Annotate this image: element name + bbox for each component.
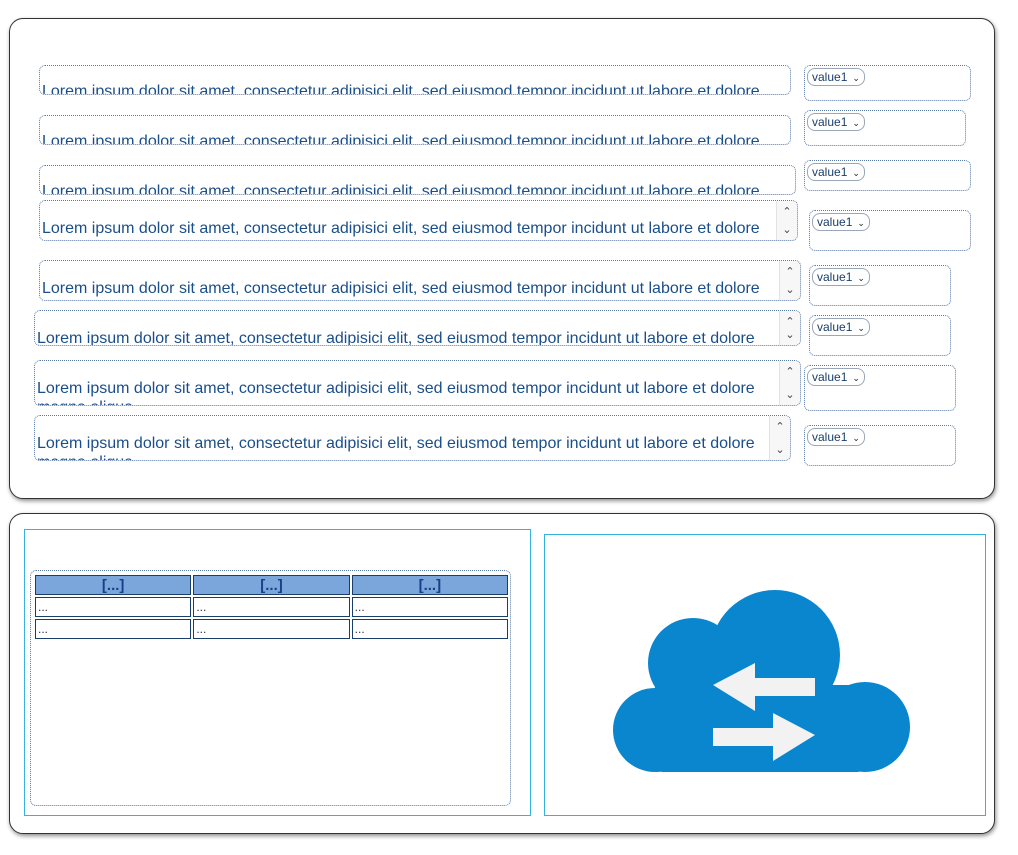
chevron-down-icon: ⌄: [857, 274, 865, 284]
sync-arrows-icon: [713, 663, 815, 761]
table-cell[interactable]: ...: [193, 597, 350, 617]
text-area-content: Lorem ipsum dolor sit amet, consectetur …: [42, 183, 760, 195]
select-value: value1: [812, 370, 848, 384]
chevron-down-icon: ⌄: [852, 434, 860, 444]
chevron-down-icon: ⌄: [852, 169, 860, 179]
value-select[interactable]: value1 ⌄: [807, 163, 865, 181]
scroll-up-icon[interactable]: ⌃: [775, 420, 785, 433]
select-container: value1 ⌄: [804, 110, 966, 146]
value-select[interactable]: value1 ⌄: [807, 368, 865, 386]
text-area[interactable]: Lorem ipsum dolor sit amet, consectetur …: [39, 65, 791, 95]
chevron-down-icon: ⌄: [857, 219, 865, 229]
select-container: value1 ⌄: [804, 425, 956, 466]
select-value: value1: [817, 320, 853, 334]
table-container: [...] [...] [...] ... ... ... ... ... ..…: [30, 570, 511, 806]
table-frame: [24, 529, 531, 816]
scroll-up-icon[interactable]: ⌃: [785, 265, 795, 278]
value-select[interactable]: value1 ⌄: [807, 68, 865, 86]
text-area[interactable]: Lorem ipsum dolor sit amet, consectetur …: [34, 310, 801, 346]
table-row[interactable]: ... ... ...: [35, 619, 508, 639]
scroll-down-icon[interactable]: ⌄: [785, 388, 795, 401]
select-container: value1 ⌄: [809, 265, 951, 306]
select-container: value1 ⌄: [804, 65, 971, 101]
select-value: value1: [812, 115, 848, 129]
chevron-down-icon: ⌄: [852, 374, 860, 384]
chevron-down-icon: ⌄: [857, 324, 865, 334]
column-header[interactable]: [...]: [351, 575, 508, 595]
value-select[interactable]: value1 ⌄: [812, 268, 870, 286]
select-container: value1 ⌄: [809, 210, 971, 251]
table-cell[interactable]: ...: [193, 619, 350, 639]
text-area[interactable]: Lorem ipsum dolor sit amet, consectetur …: [39, 165, 796, 195]
text-area[interactable]: Lorem ipsum dolor sit amet, consectetur …: [39, 115, 791, 145]
select-value: value1: [817, 270, 853, 284]
scroll-down-icon[interactable]: ⌄: [775, 443, 785, 456]
text-area-content: Lorem ipsum dolor sit amet, consectetur …: [37, 435, 755, 460]
table-cell[interactable]: ...: [351, 619, 508, 639]
value-select[interactable]: value1 ⌄: [807, 428, 865, 446]
scroll-up-icon[interactable]: ⌃: [785, 315, 795, 328]
chevron-down-icon: ⌄: [852, 119, 860, 129]
value-select[interactable]: value1 ⌄: [812, 213, 870, 231]
text-area-content: Lorem ipsum dolor sit amet, consectetur …: [37, 380, 755, 405]
data-table: [...] [...] [...] ... ... ... ... ... ..…: [33, 573, 510, 641]
select-value: value1: [812, 70, 848, 84]
scroll-down-icon[interactable]: ⌄: [785, 328, 795, 341]
image-frame: [544, 534, 986, 816]
table-cell[interactable]: ...: [35, 597, 192, 617]
scroll-up-icon[interactable]: ⌃: [785, 365, 795, 378]
table-row[interactable]: ... ... ...: [35, 597, 508, 617]
scrollbar[interactable]: ⌃ ⌄: [779, 261, 800, 300]
scroll-up-icon[interactable]: ⌃: [782, 205, 792, 218]
cloud-sync-icon: [613, 590, 910, 772]
table-cell[interactable]: ...: [35, 619, 192, 639]
chevron-down-icon: ⌄: [852, 74, 860, 84]
text-area[interactable]: Lorem ipsum dolor sit amet, consectetur …: [34, 415, 791, 461]
scroll-down-icon[interactable]: ⌄: [782, 223, 792, 236]
select-container: value1 ⌄: [809, 315, 951, 356]
table-header-row: [...] [...] [...]: [35, 575, 508, 595]
text-area-content: Lorem ipsum dolor sit amet, consectetur …: [42, 220, 760, 240]
text-area-content: Lorem ipsum dolor sit amet, consectetur …: [42, 83, 760, 95]
select-container: value1 ⌄: [804, 160, 971, 191]
scrollbar[interactable]: ⌃ ⌄: [776, 201, 797, 240]
value-select[interactable]: value1 ⌄: [812, 318, 870, 336]
column-header[interactable]: [...]: [35, 575, 192, 595]
text-area-content: Lorem ipsum dolor sit amet, consectetur …: [42, 133, 760, 145]
scroll-down-icon[interactable]: ⌄: [785, 283, 795, 296]
select-container: value1 ⌄: [804, 365, 956, 411]
text-area[interactable]: Lorem ipsum dolor sit amet, consectetur …: [34, 360, 801, 406]
text-area[interactable]: Lorem ipsum dolor sit amet, consectetur …: [39, 200, 798, 241]
text-area-content: Lorem ipsum dolor sit amet, consectetur …: [37, 330, 755, 346]
value-select[interactable]: value1 ⌄: [807, 113, 865, 131]
text-area[interactable]: Lorem ipsum dolor sit amet, consectetur …: [39, 260, 801, 301]
scrollbar[interactable]: ⌃ ⌄: [779, 311, 800, 345]
text-area-content: Lorem ipsum dolor sit amet, consectetur …: [42, 280, 760, 300]
table-cell[interactable]: ...: [351, 597, 508, 617]
select-value: value1: [812, 430, 848, 444]
scrollbar[interactable]: ⌃ ⌄: [779, 361, 800, 405]
scrollbar[interactable]: ⌃ ⌄: [769, 416, 790, 460]
column-header[interactable]: [...]: [193, 575, 350, 595]
select-value: value1: [817, 215, 853, 229]
select-value: value1: [812, 165, 848, 179]
